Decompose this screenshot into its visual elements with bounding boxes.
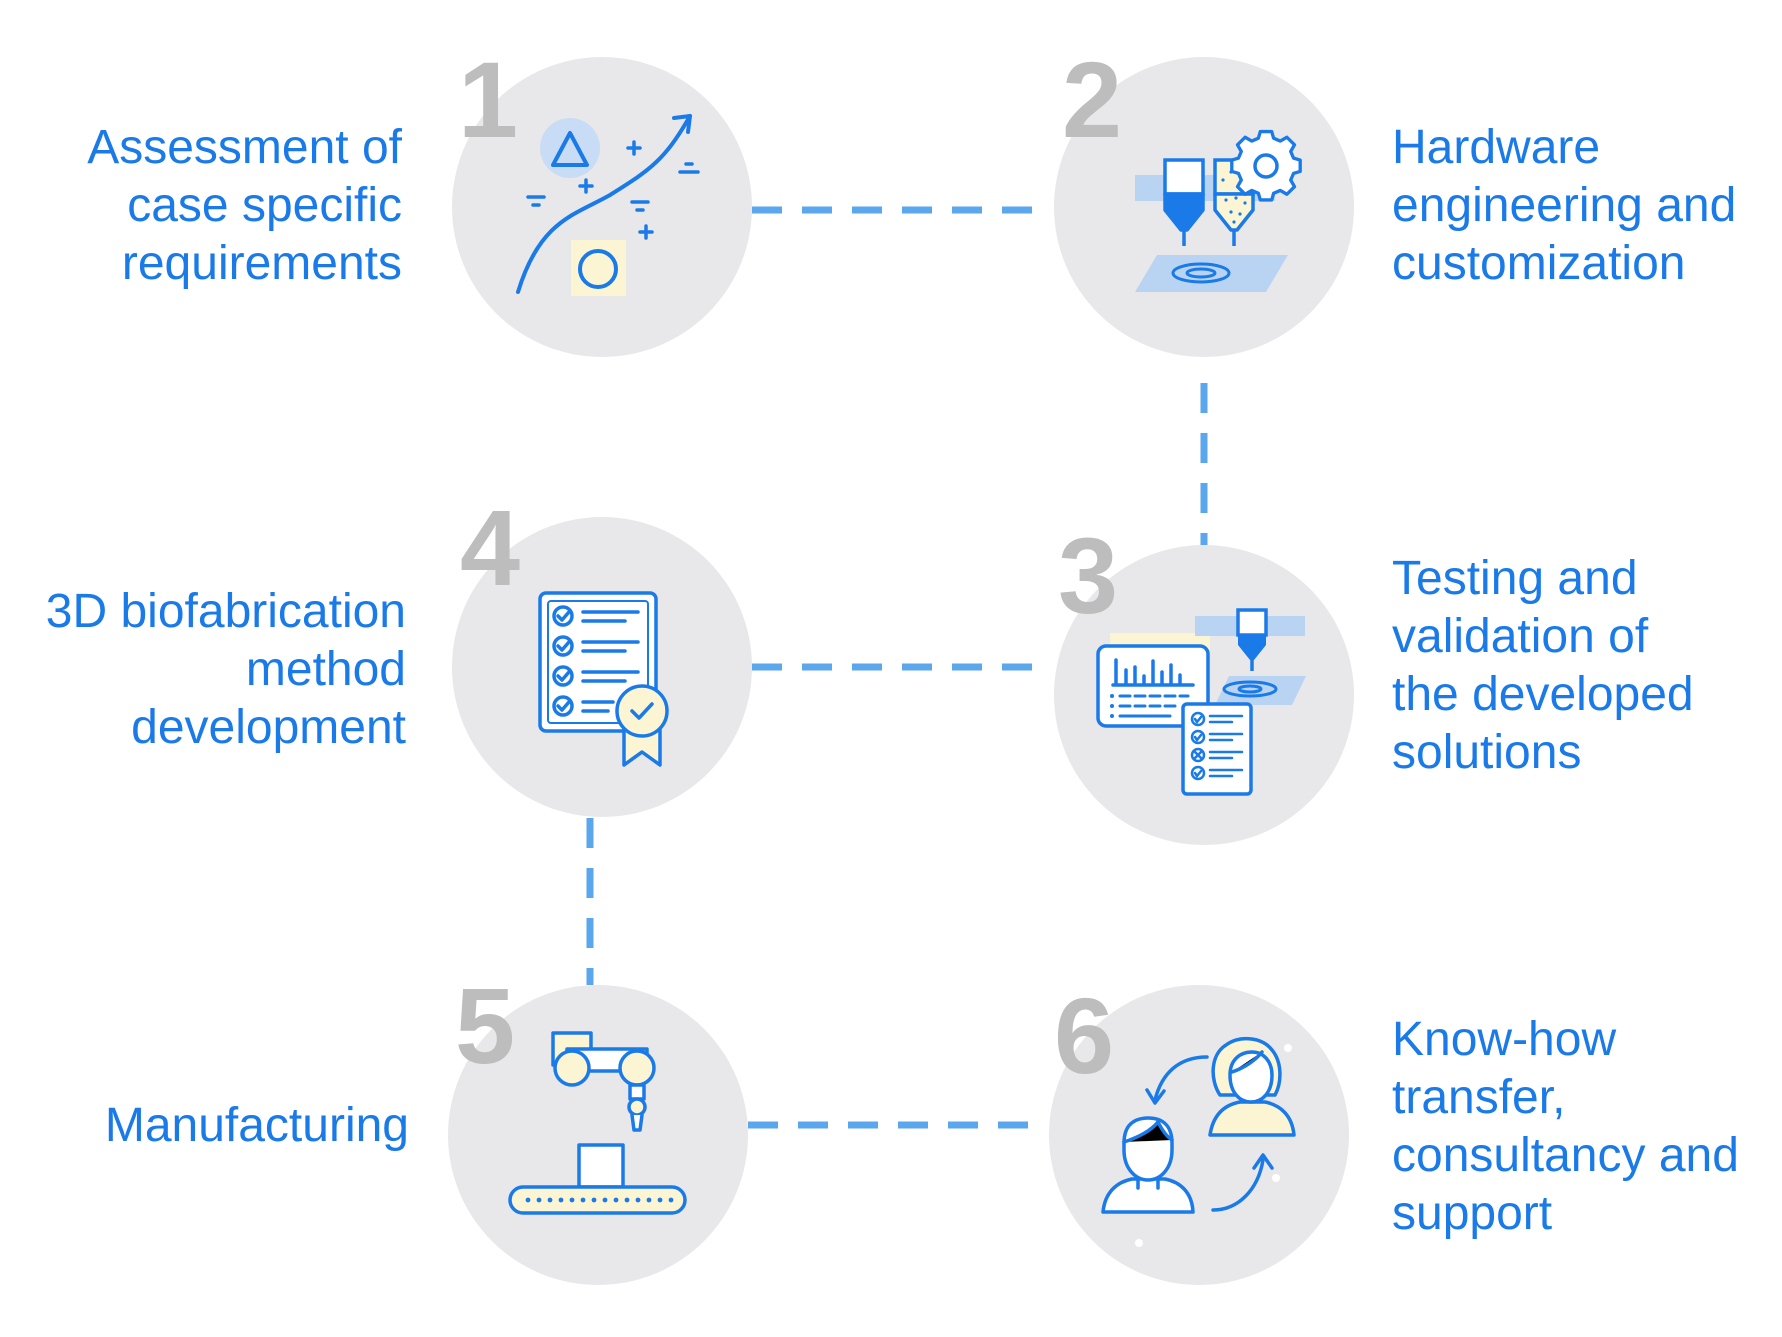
step-1-number: 1 <box>458 39 519 160</box>
step-5-number: 5 <box>455 965 516 1086</box>
robot-arm-conveyor-icon <box>508 1031 687 1215</box>
step-3-label: Testing and validation of the developed … <box>1392 552 1694 779</box>
step-2-number: 2 <box>1062 39 1123 160</box>
step-4-number: 4 <box>460 487 521 608</box>
knowledge-exchange-icon <box>1101 1037 1296 1247</box>
step-1-label: Assessment of case specific requirements <box>87 121 402 290</box>
step-6-number: 6 <box>1054 975 1115 1096</box>
step-4-label: 3D biofabrication method development <box>45 585 406 754</box>
step-5-label: Manufacturing <box>104 1099 409 1152</box>
step-6-label: Know-how transfer, consultancy and suppo… <box>1392 1013 1739 1240</box>
bioprinter-heads-icon <box>1135 129 1302 292</box>
test-report-icon <box>1096 608 1306 796</box>
strategy-chart-icon <box>516 114 700 296</box>
certified-checklist-icon <box>538 591 669 767</box>
step-1-circle <box>452 57 752 357</box>
step-3-number: 3 <box>1058 515 1119 636</box>
step-2-label: Hardware engineering and customization <box>1392 121 1737 290</box>
